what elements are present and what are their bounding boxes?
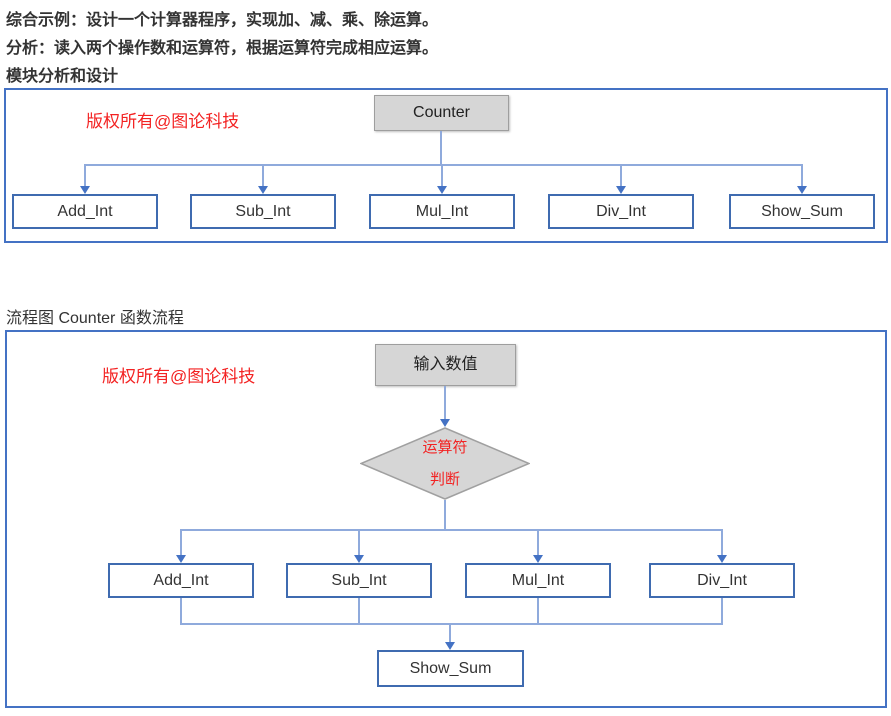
connector-vline xyxy=(620,164,622,187)
connector-vline xyxy=(180,598,182,625)
decision-label-line2: 判断 xyxy=(429,471,460,488)
arrowhead-down-icon xyxy=(797,186,807,194)
flow-diagram-frame: 版权所有@图论科技 输入数值 运算符 判断 Add_Int Sub_Int Mu… xyxy=(5,330,887,708)
module-box-add: Add_Int xyxy=(12,194,158,229)
connector-vline xyxy=(449,623,451,643)
module-box-mul: Mul_Int xyxy=(369,194,515,229)
diamond-shape-icon xyxy=(359,427,531,500)
flow-box-sub: Sub_Int xyxy=(286,563,432,598)
module-watermark: 版权所有@图论科技 xyxy=(86,112,240,131)
connector-vline xyxy=(721,598,723,625)
module-box-sub: Sub_Int xyxy=(190,194,336,229)
arrowhead-down-icon xyxy=(445,642,455,650)
flow-box-add: Add_Int xyxy=(108,563,254,598)
arrowhead-down-icon xyxy=(354,555,364,563)
connector-vline xyxy=(801,164,803,187)
module-box-show: Show_Sum xyxy=(729,194,875,229)
flowchart-caption: 流程图 Counter 函数流程 xyxy=(6,310,184,327)
connector-vline xyxy=(84,164,86,187)
arrowhead-down-icon xyxy=(440,419,450,427)
arrowhead-down-icon xyxy=(176,555,186,563)
connector-hline xyxy=(181,623,723,625)
connector-vline xyxy=(537,529,539,556)
flow-start-box: 输入数值 xyxy=(375,344,516,386)
connector-vline xyxy=(721,529,723,556)
module-diagram-frame: 版权所有@图论科技 Counter Add_Int Sub_Int Mul_In… xyxy=(4,88,888,243)
arrowhead-down-icon xyxy=(533,555,543,563)
flow-end-box: Show_Sum xyxy=(377,650,524,687)
connector-vline xyxy=(358,529,360,556)
connector-hline xyxy=(85,164,803,166)
connector-vline xyxy=(441,164,443,187)
counter-root-box: Counter xyxy=(374,95,509,131)
heading-line-3: 模块分析和设计 xyxy=(6,68,119,85)
connector-hline xyxy=(181,529,723,531)
connector-vline xyxy=(444,386,446,420)
flow-box-mul: Mul_Int xyxy=(465,563,611,598)
connector-vline xyxy=(262,164,264,187)
decision-diamond: 运算符 判断 xyxy=(359,427,531,500)
arrowhead-down-icon xyxy=(717,555,727,563)
flow-watermark: 版权所有@图论科技 xyxy=(102,367,256,386)
connector-vline xyxy=(358,598,360,625)
flow-box-div: Div_Int xyxy=(649,563,795,598)
connector-vline xyxy=(444,500,446,531)
arrowhead-down-icon xyxy=(616,186,626,194)
decision-label-line1: 运算符 xyxy=(422,439,468,456)
connector-vline xyxy=(537,598,539,625)
arrowhead-down-icon xyxy=(437,186,447,194)
connector-vline xyxy=(440,131,442,165)
module-box-div: Div_Int xyxy=(548,194,694,229)
heading-line-2: 分析：读入两个操作数和运算符，根据运算符完成相应运算。 xyxy=(6,40,439,57)
connector-vline xyxy=(180,529,182,556)
arrowhead-down-icon xyxy=(80,186,90,194)
heading-line-1: 综合示例：设计一个计算器程序，实现加、减、乘、除运算。 xyxy=(6,12,439,29)
arrowhead-down-icon xyxy=(258,186,268,194)
